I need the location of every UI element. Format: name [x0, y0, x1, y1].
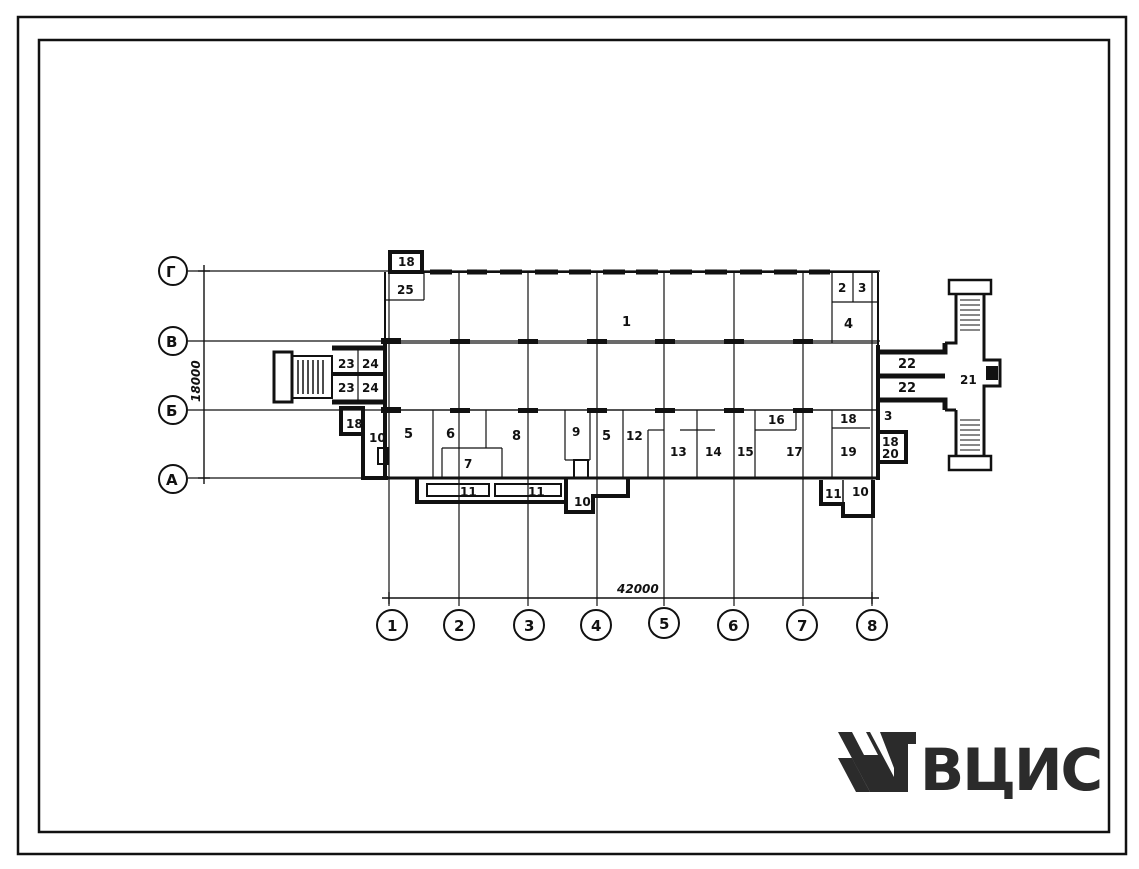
row-axis-markers: Г В Б А — [158, 256, 188, 494]
dimension-width: 18000 — [189, 360, 203, 402]
room-23-upper: 23 — [338, 357, 355, 371]
bottom-annex — [415, 459, 630, 514]
left-wing — [272, 345, 385, 405]
room-11-a: 11 — [460, 485, 477, 499]
column-axis-markers: 1 2 3 4 5 6 7 8 — [376, 607, 888, 641]
room-18-right-top: 18 — [840, 412, 857, 426]
row-label-v: В — [166, 333, 177, 351]
room-10-right: 10 — [852, 485, 869, 499]
room-13: 13 — [670, 445, 687, 459]
room-16: 16 — [768, 413, 785, 427]
col-label-7: 7 — [797, 617, 807, 635]
lower-partitions — [432, 410, 870, 478]
logo-mark-icon — [838, 732, 916, 792]
col-label-4: 4 — [591, 617, 601, 635]
col-label-2: 2 — [454, 617, 464, 635]
right-wing — [878, 278, 1002, 472]
col-label-8: 8 — [867, 617, 877, 635]
col-label-6: 6 — [728, 617, 738, 635]
room-block-top-right — [831, 272, 878, 343]
inner-frame — [37, 38, 1111, 834]
outer-frame — [16, 15, 1128, 856]
column-grid-lines — [388, 271, 873, 606]
room-5-left: 5 — [404, 427, 413, 442]
room-9: 9 — [572, 425, 580, 439]
col-label-3: 3 — [524, 617, 534, 635]
room-17: 17 — [786, 445, 803, 459]
room-6: 6 — [446, 427, 455, 442]
logo: ВЦИС — [838, 732, 1103, 804]
room-2: 2 — [838, 281, 846, 295]
row-label-g: Г — [166, 263, 176, 281]
room-23-lower: 23 — [338, 381, 355, 395]
room-1: 1 — [622, 315, 631, 330]
row-label-b: Б — [166, 402, 177, 420]
room-22-upper: 22 — [898, 357, 916, 372]
col-label-5: 5 — [659, 615, 669, 633]
room-22-lower: 22 — [898, 381, 916, 396]
room-5-right: 5 — [602, 429, 611, 444]
room-21: 21 — [960, 373, 977, 387]
room-24-upper: 24 — [362, 357, 379, 371]
room-11-b: 11 — [528, 485, 545, 499]
room-3: 3 — [858, 281, 866, 295]
bottom-right-annex — [819, 480, 875, 518]
room-18-top-left: 18 — [398, 255, 415, 269]
room-20: 20 — [882, 447, 899, 461]
row-label-a: А — [166, 471, 178, 489]
room-4: 4 — [844, 317, 853, 332]
room-18-left: 18 — [346, 417, 363, 431]
room-block-right-lower — [878, 430, 908, 464]
room-18-right: 18 — [882, 435, 899, 449]
col-label-1: 1 — [387, 617, 397, 635]
room-10-left: 10 — [369, 431, 386, 445]
room-19: 19 — [840, 445, 857, 459]
room-8: 8 — [512, 429, 521, 444]
room-14: 14 — [705, 445, 722, 459]
room-7: 7 — [464, 457, 472, 471]
room-10-bottom: 10 — [574, 495, 591, 509]
room-block-bottom-left — [339, 406, 389, 480]
dimension-lines — [198, 265, 879, 604]
room-15: 15 — [737, 445, 754, 459]
structural-columns — [381, 338, 813, 413]
room-3-right: 3 — [884, 409, 892, 423]
dimension-length: 42000 — [616, 582, 659, 596]
room-24-lower: 24 — [362, 381, 379, 395]
room-11-right: 11 — [825, 487, 842, 501]
room-block-top-left — [384, 250, 425, 301]
room-12: 12 — [626, 429, 643, 443]
room-25: 25 — [397, 283, 414, 297]
logo-text: ВЦИС — [920, 736, 1101, 804]
